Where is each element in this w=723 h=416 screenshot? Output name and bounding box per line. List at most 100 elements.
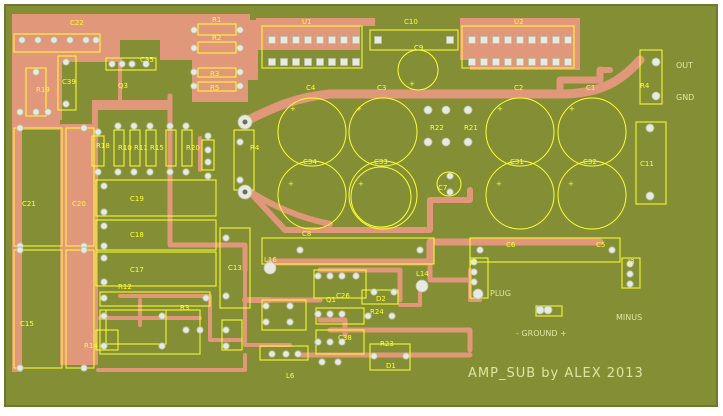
designator-u2: U2 <box>514 18 524 26</box>
through-pad <box>236 26 244 34</box>
designator-c4: C4 <box>306 84 316 92</box>
through-pad <box>446 172 454 180</box>
through-pad <box>338 272 346 280</box>
through-pad <box>130 168 138 176</box>
designator-r22: R22 <box>430 124 444 132</box>
through-pad <box>236 82 244 90</box>
through-pad <box>100 254 108 262</box>
through-pad <box>390 288 398 296</box>
through-pad <box>202 294 210 302</box>
designator-c35: C35 <box>140 56 154 64</box>
label-gnd: GND <box>676 93 694 102</box>
designator-c22: C22 <box>70 19 84 27</box>
designator-c2: C2 <box>514 84 523 92</box>
through-pad <box>338 310 346 318</box>
through-pad <box>334 358 342 366</box>
through-pad <box>16 124 24 132</box>
designator-c8: C8 <box>302 230 311 238</box>
header-pad <box>352 36 360 44</box>
through-pad <box>314 338 322 346</box>
through-pad <box>282 350 290 358</box>
through-pad <box>142 60 150 68</box>
through-pad <box>294 350 302 358</box>
through-pad <box>118 60 126 68</box>
designator-r1: R1 <box>212 16 221 24</box>
svg-text:+: + <box>497 105 503 113</box>
through-pad <box>470 268 478 276</box>
through-pad <box>236 176 244 184</box>
designator-c11: C11 <box>640 160 654 168</box>
through-pad <box>100 242 108 250</box>
designator-c3: C3 <box>377 84 386 92</box>
header-pad <box>280 36 288 44</box>
header-pad <box>516 36 524 44</box>
header-pad <box>504 58 512 66</box>
through-pad <box>286 302 294 310</box>
through-pad <box>114 168 122 176</box>
through-pad <box>94 168 102 176</box>
label-ground: - GROUND + <box>516 329 567 338</box>
designator-c10: C10 <box>404 18 418 26</box>
designator-j1: J1 <box>469 258 477 266</box>
designator-r11: R11 <box>134 144 148 152</box>
through-pad <box>100 312 108 320</box>
through-pad <box>114 122 122 130</box>
designator-c1: C1 <box>586 84 595 92</box>
header-pad <box>468 58 476 66</box>
through-pad <box>446 188 454 196</box>
through-pad <box>352 272 360 280</box>
pads-layer <box>237 36 661 315</box>
through-pad <box>182 122 190 130</box>
header-pad <box>340 58 348 66</box>
designator-c17: C17 <box>130 266 144 274</box>
designator-r3-lower: R3 <box>180 304 189 312</box>
through-pad <box>470 278 478 286</box>
through-pad <box>204 172 212 180</box>
designator-u1: U1 <box>302 18 312 26</box>
svg-text:+: + <box>409 80 415 88</box>
through-pad <box>326 272 334 280</box>
through-pad <box>286 318 294 326</box>
through-pad <box>626 270 634 278</box>
through-pad <box>190 44 198 52</box>
through-pad <box>190 82 198 90</box>
designator-labels: C22 R1 R2 R3 R5 U1 C10 U2 C9 C35 C4 C3 C… <box>20 16 654 380</box>
header-pad <box>268 36 276 44</box>
through-pad <box>146 168 154 176</box>
designator-r5: R5 <box>210 84 219 92</box>
header-pad <box>492 36 500 44</box>
through-pad <box>16 246 24 254</box>
through-pad <box>476 246 484 254</box>
through-pad <box>166 122 174 130</box>
designator-r3: R3 <box>210 70 219 78</box>
header-pad <box>540 36 548 44</box>
designator-c15: C15 <box>20 320 34 328</box>
through-pad <box>62 58 70 66</box>
through-pad <box>100 278 108 286</box>
through-pad <box>314 310 322 318</box>
designator-c26: C26 <box>336 292 350 300</box>
through-pad <box>108 60 116 68</box>
header-pad <box>540 58 548 66</box>
through-pad <box>314 272 322 280</box>
through-pad <box>128 60 136 68</box>
header-pad <box>446 36 454 44</box>
through-pad <box>326 338 334 346</box>
through-pad <box>66 36 74 44</box>
through-pad <box>34 36 42 44</box>
header-pad <box>328 36 336 44</box>
header-pad <box>328 58 336 66</box>
designator-c33: C33 <box>374 158 388 166</box>
through-pad <box>44 108 52 116</box>
header-pad <box>552 58 560 66</box>
header-pad <box>468 36 476 44</box>
header-pad <box>280 58 288 66</box>
through-pad <box>190 26 198 34</box>
designator-c9: C9 <box>414 44 423 52</box>
header-pad <box>292 36 300 44</box>
through-pad <box>32 108 40 116</box>
designator-r4: R4 <box>640 82 650 90</box>
svg-text:+: + <box>356 105 362 113</box>
through-pad <box>268 350 276 358</box>
through-pad <box>16 364 24 372</box>
